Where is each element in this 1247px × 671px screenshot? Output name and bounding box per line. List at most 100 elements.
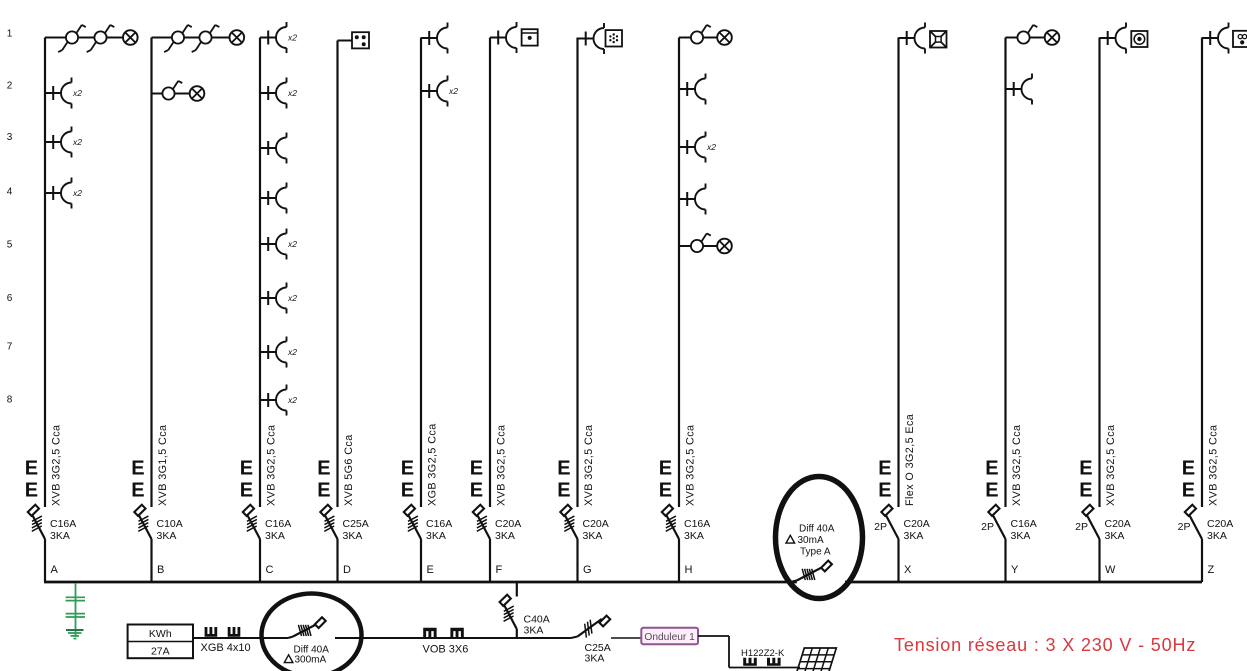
svg-text:W: W (1105, 564, 1116, 576)
svg-text:D: D (343, 564, 351, 576)
svg-text:E: E (470, 458, 483, 480)
svg-text:XVB 5G6 Cca: XVB 5G6 Cca (343, 434, 355, 506)
svg-text:XVB 3G2,5 Cca: XVB 3G2,5 Cca (1208, 425, 1220, 506)
svg-text:Diff 40A: Diff 40A (799, 524, 835, 535)
svg-text:8: 8 (7, 395, 13, 406)
svg-text:2P: 2P (1178, 521, 1191, 533)
svg-text:E: E (985, 480, 998, 502)
svg-text:Type A: Type A (800, 547, 831, 558)
svg-text:3KA: 3KA (583, 530, 603, 542)
svg-text:XVB 3G2,5 Cca: XVB 3G2,5 Cca (1011, 425, 1023, 506)
svg-text:E: E (878, 458, 891, 480)
svg-text:E: E (557, 458, 570, 480)
svg-text:x2: x2 (287, 33, 297, 43)
svg-text:3: 3 (7, 132, 13, 143)
svg-text:Onduleur 1: Onduleur 1 (644, 632, 695, 643)
svg-text:x2: x2 (287, 88, 297, 98)
svg-text:27A: 27A (151, 646, 170, 658)
svg-text:XVB 3G2,5 Cca: XVB 3G2,5 Cca (1105, 425, 1117, 506)
svg-text:300mA: 300mA (295, 655, 327, 666)
svg-text:B: B (157, 564, 164, 576)
svg-text:E: E (1079, 458, 1092, 480)
svg-text:3KA: 3KA (585, 653, 605, 665)
svg-text:x2: x2 (448, 86, 458, 96)
svg-text:3KA: 3KA (904, 530, 924, 542)
svg-text:E: E (878, 480, 891, 502)
svg-text:E: E (131, 480, 144, 502)
svg-text:H: H (685, 564, 693, 576)
svg-text:3KA: 3KA (1105, 530, 1125, 542)
svg-text:XVB 3G2,5 Cca: XVB 3G2,5 Cca (266, 425, 278, 506)
svg-text:3KA: 3KA (265, 530, 285, 542)
svg-text:E: E (240, 480, 253, 502)
svg-text:x2: x2 (287, 347, 297, 357)
svg-text:2P: 2P (1075, 521, 1088, 533)
svg-text:A: A (51, 564, 59, 576)
svg-text:E: E (25, 480, 38, 502)
svg-text:x2: x2 (287, 395, 297, 405)
svg-text:C40A: C40A (524, 614, 550, 626)
svg-text:4: 4 (7, 187, 13, 198)
svg-text:3KA: 3KA (1011, 530, 1031, 542)
svg-text:XVB 3G2,5 Cca: XVB 3G2,5 Cca (583, 425, 595, 506)
svg-text:C20A: C20A (1207, 518, 1233, 530)
svg-text:Y: Y (1011, 564, 1019, 576)
svg-text:x2: x2 (706, 142, 716, 152)
svg-text:E: E (1079, 480, 1092, 502)
svg-text:C16A: C16A (50, 518, 76, 530)
svg-text:E: E (659, 458, 672, 480)
svg-text:E: E (1182, 480, 1195, 502)
svg-text:C20A: C20A (904, 518, 930, 530)
svg-text:x2: x2 (72, 137, 82, 147)
svg-text:5: 5 (7, 240, 13, 251)
svg-text:C: C (266, 564, 274, 576)
svg-text:C10A: C10A (157, 518, 183, 530)
svg-text:Z: Z (1208, 564, 1215, 576)
svg-text:3KA: 3KA (495, 530, 515, 542)
svg-text:E: E (470, 480, 483, 502)
svg-text:3KA: 3KA (1207, 530, 1227, 542)
svg-text:C16A: C16A (684, 518, 710, 530)
svg-text:3KA: 3KA (157, 530, 177, 542)
svg-text:x2: x2 (72, 88, 82, 98)
svg-text:C25A: C25A (343, 518, 369, 530)
svg-text:x2: x2 (72, 188, 82, 198)
svg-text:Diff 40A: Diff 40A (294, 645, 330, 656)
svg-text:Tension réseau : 3 X 230 V - 5: Tension réseau : 3 X 230 V - 50Hz (894, 635, 1196, 655)
svg-text:2: 2 (7, 81, 13, 92)
svg-text:6: 6 (7, 293, 13, 304)
svg-text:30mA: 30mA (798, 535, 824, 546)
svg-text:Flex O 3G2,5 Eca: Flex O 3G2,5 Eca (904, 414, 916, 506)
svg-text:3KA: 3KA (524, 625, 544, 637)
svg-text:2P: 2P (981, 521, 994, 533)
svg-text:E: E (25, 458, 38, 480)
svg-text:E: E (401, 458, 414, 480)
svg-text:KWh: KWh (149, 628, 172, 640)
svg-text:F: F (496, 564, 503, 576)
svg-text:E: E (240, 458, 253, 480)
svg-text:E: E (401, 480, 414, 502)
svg-text:E: E (985, 458, 998, 480)
svg-text:X: X (904, 564, 912, 576)
svg-text:XVB 3G1,5 Cca: XVB 3G1,5 Cca (157, 425, 169, 506)
svg-text:C20A: C20A (495, 518, 521, 530)
svg-text:x2: x2 (287, 239, 297, 249)
svg-text:E: E (317, 458, 330, 480)
svg-text:2P: 2P (874, 521, 887, 533)
svg-text:XGB 4x10: XGB 4x10 (201, 642, 251, 654)
svg-text:C16A: C16A (426, 518, 452, 530)
svg-text:XVB 3G2,5 Cca: XVB 3G2,5 Cca (685, 425, 697, 506)
svg-text:3KA: 3KA (426, 530, 446, 542)
svg-text:E: E (317, 480, 330, 502)
svg-text:C20A: C20A (583, 518, 609, 530)
svg-text:XVB 3G2,5 Cca: XVB 3G2,5 Cca (51, 425, 63, 506)
svg-text:E: E (1182, 458, 1195, 480)
svg-text:C20A: C20A (1105, 518, 1131, 530)
svg-text:E: E (131, 458, 144, 480)
svg-text:3KA: 3KA (343, 530, 363, 542)
svg-text:C16A: C16A (1011, 518, 1037, 530)
svg-text:H122Z2-K: H122Z2-K (741, 648, 785, 659)
svg-text:G: G (583, 564, 592, 576)
svg-text:XGB 3G2,5 Cca: XGB 3G2,5 Cca (427, 423, 439, 506)
svg-text:7: 7 (7, 342, 13, 353)
